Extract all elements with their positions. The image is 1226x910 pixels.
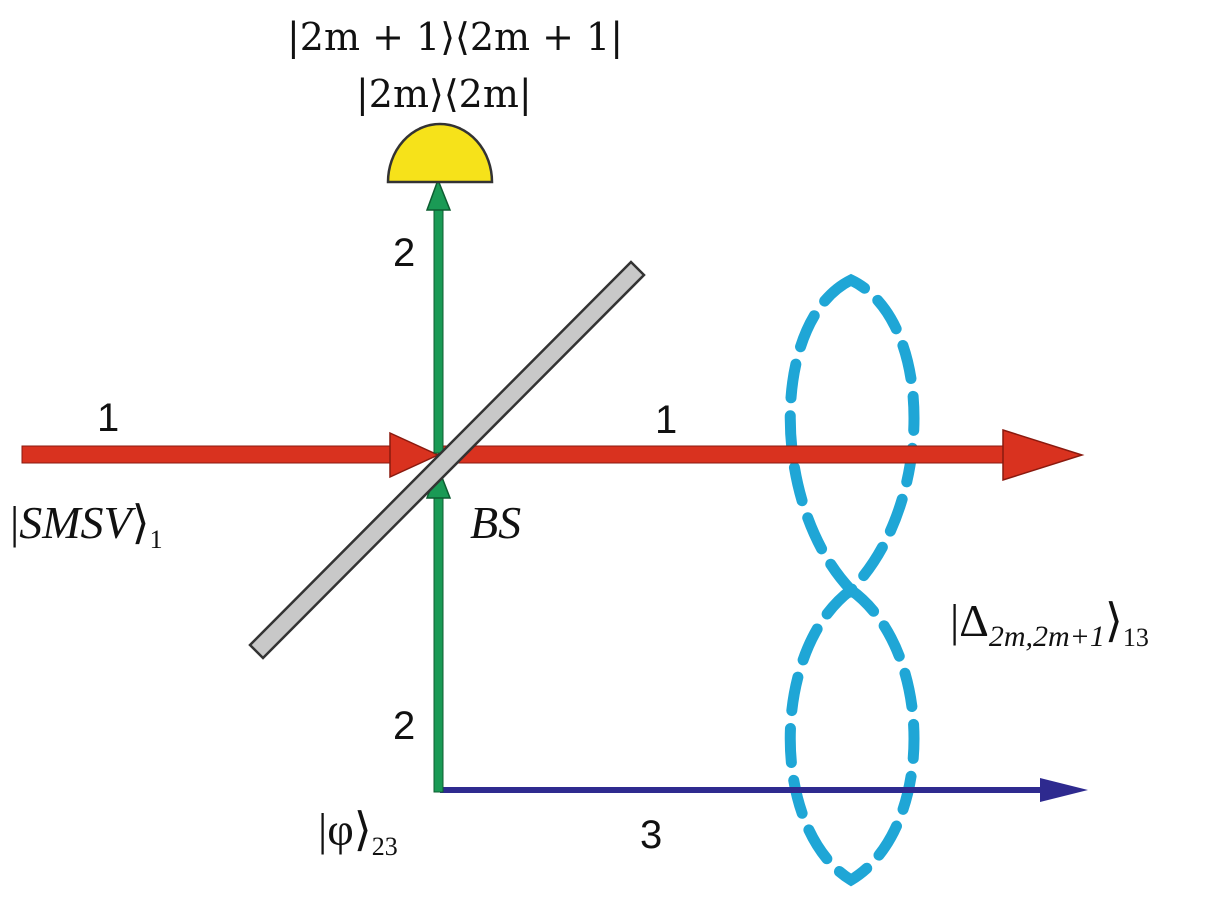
mode-2-beam-lower bbox=[425, 464, 452, 793]
input-state-symbol: SMSV bbox=[19, 497, 132, 548]
input-state-label: |SMSV⟩1 bbox=[10, 497, 163, 554]
mode-2-lower-label: 2 bbox=[393, 704, 416, 748]
ancilla-state-subscript: 23 bbox=[371, 832, 398, 861]
detector-label-even: |2m⟩⟨2m| bbox=[356, 72, 532, 116]
mode-1-beam-input bbox=[21, 431, 440, 479]
mode-1-output-label: 1 bbox=[655, 398, 678, 442]
mode-1-beam-output bbox=[437, 428, 1085, 482]
mode-3-beam bbox=[440, 778, 1088, 802]
entanglement-loop bbox=[784, 583, 920, 887]
beam-splitter bbox=[248, 260, 646, 660]
output-state-subscript: 13 bbox=[1122, 623, 1149, 652]
mode-1-input-label: 1 bbox=[97, 396, 120, 440]
mode-3-label: 3 bbox=[640, 813, 663, 857]
output-state-label: |Δ2m,2m+1⟩13 bbox=[950, 595, 1149, 653]
ancilla-state-symbol: φ bbox=[327, 804, 354, 855]
mode-2-beam-upper bbox=[425, 177, 452, 454]
input-state-subscript: 1 bbox=[149, 525, 163, 554]
ancilla-state-label: |φ⟩23 bbox=[318, 804, 398, 861]
photon-detector bbox=[386, 122, 494, 184]
output-state-symbol-subscript: 2m,2m+1 bbox=[988, 620, 1105, 653]
mode-2-upper-label: 2 bbox=[393, 231, 416, 275]
output-state-symbol: Δ bbox=[959, 595, 989, 646]
detector-label-odd: |2m + 1⟩⟨2m + 1| bbox=[287, 15, 624, 59]
entanglement-loop bbox=[784, 273, 920, 598]
beam-splitter-label: BS bbox=[470, 497, 522, 548]
